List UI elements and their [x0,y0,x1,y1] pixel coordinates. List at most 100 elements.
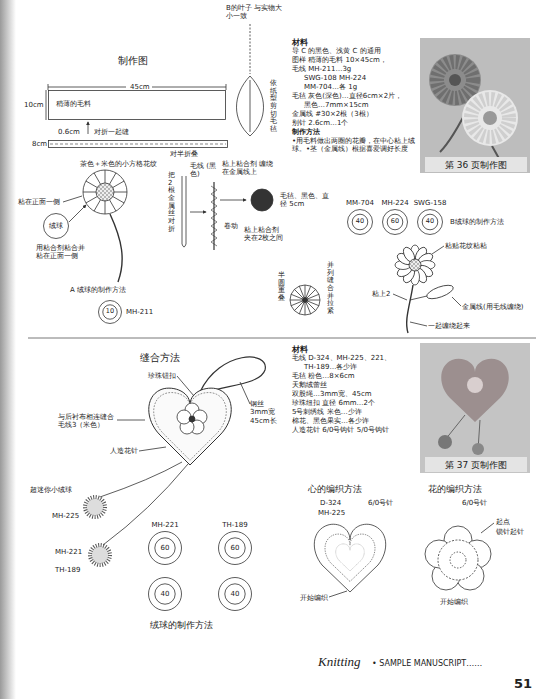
section-divider [28,338,536,339]
flower-b [452,297,461,306]
label: MH-221 [55,548,82,556]
pompom-template: MH-22160 [148,531,182,565]
label: 图样 稍薄的毛料 10×45cm， [292,56,417,64]
label: 51 [514,676,532,692]
label: 花的编织方法 [428,484,482,495]
flower-b [410,296,427,300]
heart-brooch [90,545,110,565]
ring-inner [352,214,368,230]
diagram-title: 制作图 [118,55,148,67]
wire-steps [299,286,310,314]
photo-37 [467,377,483,393]
band-fill [425,157,527,172]
crochet-charts [481,523,494,533]
label: 粘上粘合剂 夹在2枚之间 [244,226,288,243]
label: 6/0号针 [462,499,487,507]
flower-a [86,181,97,188]
label: 人造花针 6/0号钩针 5/0号钩针 [292,426,417,434]
label: MH-225 [52,512,79,520]
label: 黑色…7mm×15cm [304,101,417,109]
flower-a [105,201,106,214]
heart-brooch [103,464,188,545]
crochet-charts [425,526,491,590]
label: 钢丝 3mm宽 45cm长 [250,400,282,425]
label: 毛线 MH-211…3g [292,65,417,73]
heart-brooch [177,376,194,396]
vertical-note: 并列缝合并拉紧 [327,262,334,316]
photo-37 [472,443,484,455]
label: 粘在正面一侧 [18,198,60,206]
photo-36 [420,38,530,173]
flower-a [113,181,124,188]
pattern-drawing [250,24,251,74]
wire-steps [190,212,206,213]
flower-b [410,322,427,326]
photo-caption: 第 37 页制作图 [425,457,527,472]
label: 卷动 [224,222,238,230]
pattern-drawing [152,87,226,88]
ring-inner [225,538,245,558]
ring-inner [387,214,403,230]
pompom-template: MM-70440 [347,209,373,235]
photo-36 [420,38,530,173]
node-text: 60 [161,544,170,552]
label: 与后衬布相连缝合 毛线3（米色） [58,413,116,430]
flower-a [83,170,127,214]
heart-brooch [91,546,109,564]
label: SWG-108 MH-224 [304,74,417,82]
flower-a [110,214,122,282]
pompom-template: 10MH-211 [98,300,122,324]
node-text: 绒球 [49,222,63,230]
flower-b [395,245,435,285]
ring-inner [155,584,175,604]
heart-brooch [100,462,182,497]
photo-37 [420,343,530,473]
fold-line [50,144,226,145]
flower-a [94,173,101,184]
pompom-template: 40 [148,577,182,611]
photo-caption: 第 36 页制作图 [425,157,527,172]
book-gutter [0,0,16,699]
label: 毛线 D-324、MH-225、221、 [292,354,417,362]
label: 导 C 的黑色、浅黄 C 的通用 [292,47,417,55]
outline [49,141,228,148]
label: Knitting [318,654,361,670]
label: 粘上2 [372,290,390,298]
pattern-drawing [48,84,49,90]
heart-brooch [177,410,191,424]
crochet-charts [329,591,347,597]
label: 5号刺绣线 米色…少许 [292,408,417,416]
pompom-template: 40 [218,577,252,611]
label: TH-189…各少许 [304,363,417,371]
node-text: 60 [231,544,240,552]
label: MM-704…各 1g [304,83,417,91]
vertical-note: 把2根金属丝对折 [168,172,175,234]
node-label: 稍薄的毛料 [56,100,91,108]
flower-b [409,259,421,271]
node-label: MH-221 [151,521,178,529]
wire-steps [291,294,319,305]
label: B绒球的制作方法 [450,218,504,226]
flower-a [113,197,124,204]
node-label: TH-189 [222,521,247,529]
photo-37 [441,359,509,422]
pattern-drawing [226,84,227,90]
label: 材料 [292,345,417,355]
label: 金属线 #30×2根（3根） [292,110,417,118]
wire-steps [303,298,308,303]
label: 开始编织 [300,594,328,602]
label: 制作方法 [292,128,417,136]
label: 对折一起缝 [94,128,129,136]
flower-a [94,200,101,211]
pattern-drawing [46,24,264,136]
crochet-charts [450,552,466,568]
label: 8cm [32,140,47,148]
label: 锁针起针 [496,528,524,536]
ring-inner [225,584,245,604]
photo-36 [483,111,497,125]
heart-brooch [85,357,265,565]
ring-inner [155,538,175,558]
label: B的叶子 与实物大小一致 [226,4,286,21]
photo-37 [438,435,452,449]
label: 金属线(用毛线缠绕) [462,303,523,311]
